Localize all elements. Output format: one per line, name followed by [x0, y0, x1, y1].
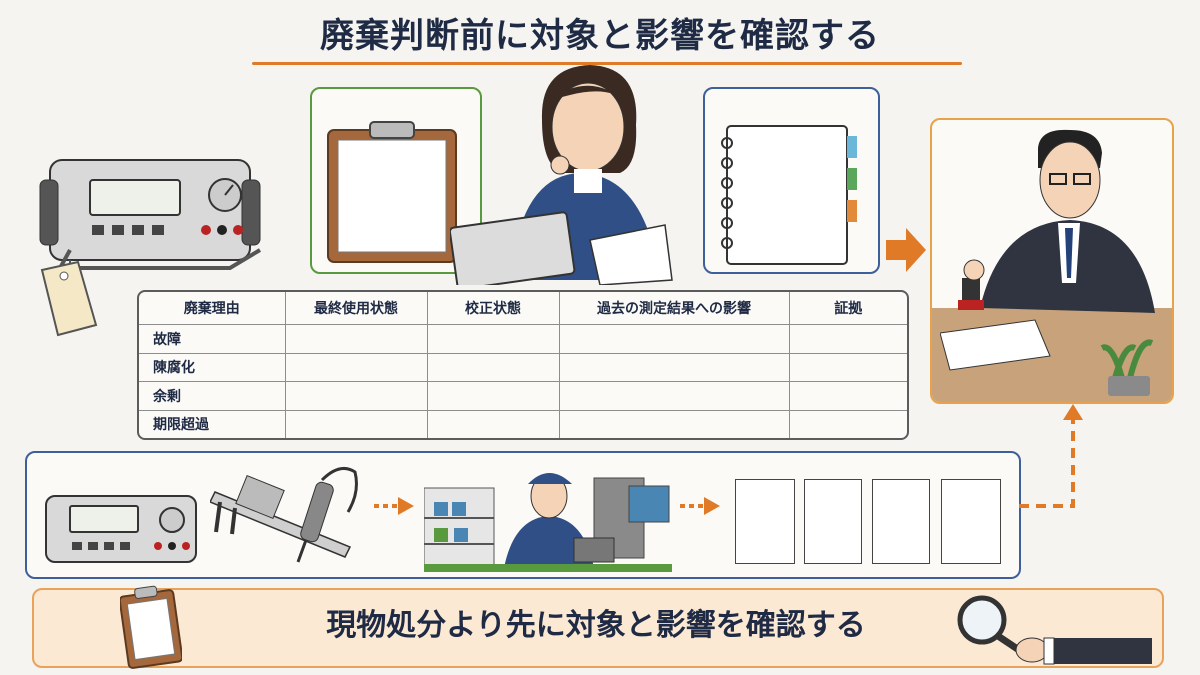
- dashed-arrow-icon: [680, 497, 720, 515]
- summary-banner-text: 現物処分より先に対象と影響を確認する: [326, 608, 866, 643]
- clipboard-icon: [120, 585, 182, 669]
- technician-workshop-icon: [424, 473, 672, 572]
- row-label: 余剰: [139, 381, 286, 411]
- column-header: 廃棄理由: [139, 292, 286, 325]
- multimeter-icon: [45, 495, 197, 563]
- dashed-arrow-up-icon: [1019, 404, 1083, 508]
- caliper-and-probe-icon: [210, 466, 358, 563]
- multimeter-icon: [39, 159, 262, 337]
- table-row: 期限超過: [139, 409, 907, 438]
- column-header: 過去の測定結果への影響: [558, 292, 790, 325]
- clipboard-icon: [327, 121, 457, 263]
- table-row: 故障: [139, 324, 907, 354]
- magnifying-glass-icon: [957, 595, 1152, 665]
- row-label: 陳腐化: [139, 352, 286, 383]
- disposal-checklist-table: 廃棄理由 最終使用状態 校正状態 過去の測定結果への影響 証拠 故障 陳腐化 余…: [137, 290, 909, 440]
- approver-stamping-icon: [940, 129, 1155, 396]
- dashed-arrow-icon: [374, 497, 414, 515]
- row-label: 故障: [139, 324, 286, 354]
- table-row: 余剰: [139, 381, 907, 411]
- page-title: 廃棄判断前に対象と影響を確認する: [320, 16, 880, 56]
- table-row: 陳腐化: [139, 352, 907, 383]
- row-label: 期限超過: [139, 409, 286, 438]
- column-header: 最終使用状態: [284, 292, 428, 325]
- blank-document: [804, 479, 862, 564]
- woman-reviewing-icon: [450, 65, 673, 285]
- blank-document: [735, 479, 795, 564]
- title-underline: [252, 62, 962, 65]
- column-header: 校正状態: [426, 292, 560, 325]
- arrow-right-icon: [886, 228, 926, 272]
- binder-icon: [721, 125, 857, 265]
- blank-document: [941, 479, 1001, 564]
- column-header: 証拠: [788, 292, 907, 325]
- table-header-row: 廃棄理由 最終使用状態 校正状態 過去の測定結果への影響 証拠: [139, 292, 907, 325]
- blank-document: [872, 479, 930, 564]
